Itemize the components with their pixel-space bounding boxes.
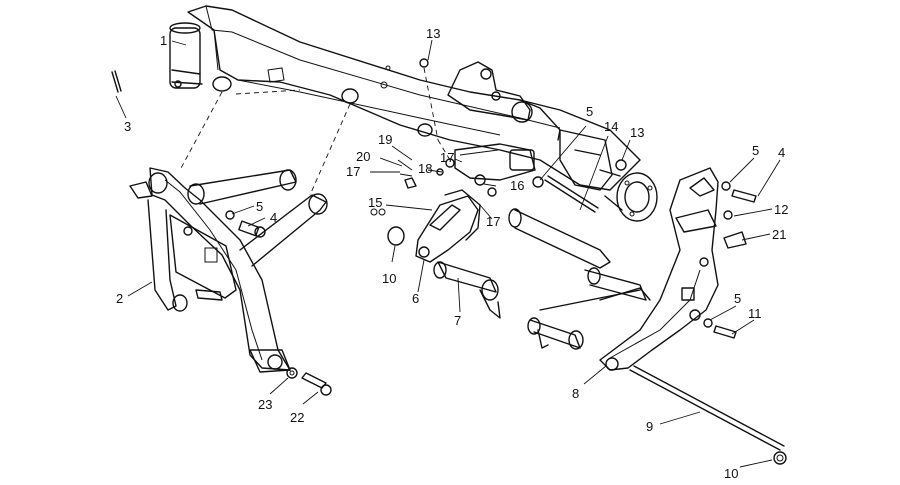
callout-13-top: 13 (426, 26, 440, 41)
callout-12: 12 (774, 202, 788, 217)
callout-17-low: 17 (486, 214, 500, 229)
callout-13-right: 13 (630, 125, 644, 140)
callout-21: 21 (772, 227, 786, 242)
callout-5-center: 5 (586, 104, 593, 119)
callout-16: 16 (510, 178, 524, 193)
callout-23: 23 (258, 397, 272, 412)
through-bolt (629, 365, 787, 465)
callout-11: 11 (748, 306, 762, 321)
callout-14: 14 (604, 119, 618, 134)
front-cradle (129, 89, 351, 373)
cradle-bolt-left (225, 210, 266, 238)
callout-8: 8 (572, 386, 579, 401)
callout-7: 7 (454, 313, 461, 328)
callout-5-left: 5 (256, 199, 263, 214)
callout-10-lower: 10 (724, 466, 738, 480)
callout-19: 19 (378, 132, 392, 147)
cradle-bolt-lower (286, 367, 332, 396)
callout-3: 3 (124, 119, 131, 134)
center-bracket-assembly (370, 139, 627, 216)
callout-9: 9 (646, 419, 653, 434)
callout-5-lower: 5 (734, 291, 741, 306)
frame-backbone (169, 5, 658, 222)
callout-1: 1 (160, 33, 167, 48)
callout-22: 22 (290, 410, 304, 425)
callout-leaders (115, 39, 781, 468)
callout-18: 18 (418, 161, 432, 176)
callout-2: 2 (116, 291, 123, 306)
roll-pin (111, 70, 122, 93)
callout-4-left: 4 (270, 210, 277, 225)
callout-17-mid: 17 (440, 150, 454, 165)
callout-6: 6 (412, 291, 419, 306)
callout-15: 15 (368, 195, 382, 210)
callout-17-left: 17 (346, 164, 360, 179)
lower-linkage (387, 167, 757, 371)
callout-20: 20 (356, 149, 370, 164)
callout-5-right: 5 (752, 143, 759, 158)
callout-4-right: 4 (778, 145, 785, 160)
callout-labels: 1 3 2 5 4 23 22 13 19 20 17 18 17 15 16 … (116, 26, 788, 481)
callout-10-left: 10 (382, 271, 396, 286)
